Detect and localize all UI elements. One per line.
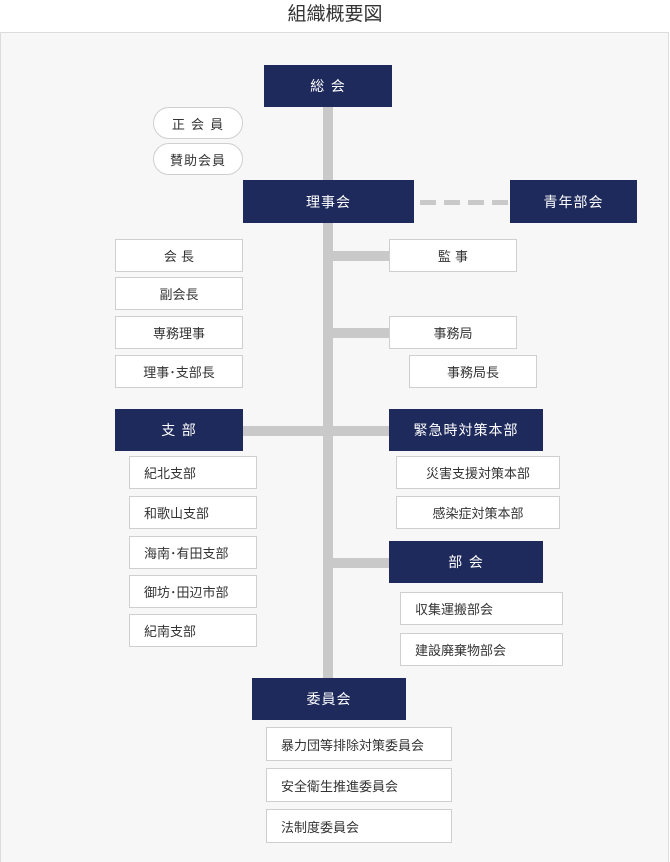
branch-item: 紀北支部 — [129, 456, 257, 489]
youth-box: 青年部会 — [510, 180, 637, 223]
secretariat-connector-line — [333, 328, 390, 338]
emergency-item: 感染症対策本部 — [396, 496, 560, 529]
committee-item: 法制度委員会 — [266, 809, 452, 843]
officer-director-branch-head: 理事･支部長 — [115, 355, 243, 388]
officer-chairman: 会 長 — [115, 239, 243, 272]
branch-item: 紀南支部 — [129, 614, 257, 647]
branch-item: 海南･有田支部 — [129, 536, 257, 569]
secretariat-head-box: 事務局長 — [409, 355, 537, 388]
board-box: 理事会 — [243, 180, 414, 223]
committee-item: 安全衛生推進委員会 — [266, 768, 452, 802]
main-trunk-line — [323, 107, 333, 680]
sections-box: 部 会 — [389, 541, 543, 583]
officer-managing-director: 専務理事 — [115, 316, 243, 349]
member-pill-regular: 正 会 員 — [153, 107, 243, 139]
branch-item: 和歌山支部 — [129, 496, 257, 529]
youth-dashed-line — [420, 200, 508, 205]
emergency-item: 災害支援対策本部 — [396, 456, 560, 489]
secretariat-box: 事務局 — [389, 316, 517, 349]
committees-box: 委員会 — [252, 678, 406, 720]
branch-connector-line — [243, 426, 393, 436]
member-pill-supporting: 賛助会員 — [153, 143, 243, 175]
committee-item: 暴力団等排除対策委員会 — [266, 727, 452, 761]
branches-box: 支 部 — [115, 409, 243, 451]
section-item: 建設廃棄物部会 — [400, 633, 563, 666]
auditor-connector-line — [333, 251, 390, 261]
auditor-box: 監 事 — [389, 239, 517, 272]
emergency-hq-box: 緊急時対策本部 — [389, 409, 543, 451]
sections-connector-line — [333, 558, 390, 568]
chart-panel — [0, 32, 669, 862]
general-assembly-box: 総 会 — [264, 65, 392, 107]
officer-vice-chairman: 副会長 — [115, 277, 243, 310]
page-title: 組織概要図 — [287, 3, 383, 25]
branch-item: 御坊･田辺市部 — [129, 575, 257, 608]
section-item: 収集運搬部会 — [400, 592, 563, 625]
